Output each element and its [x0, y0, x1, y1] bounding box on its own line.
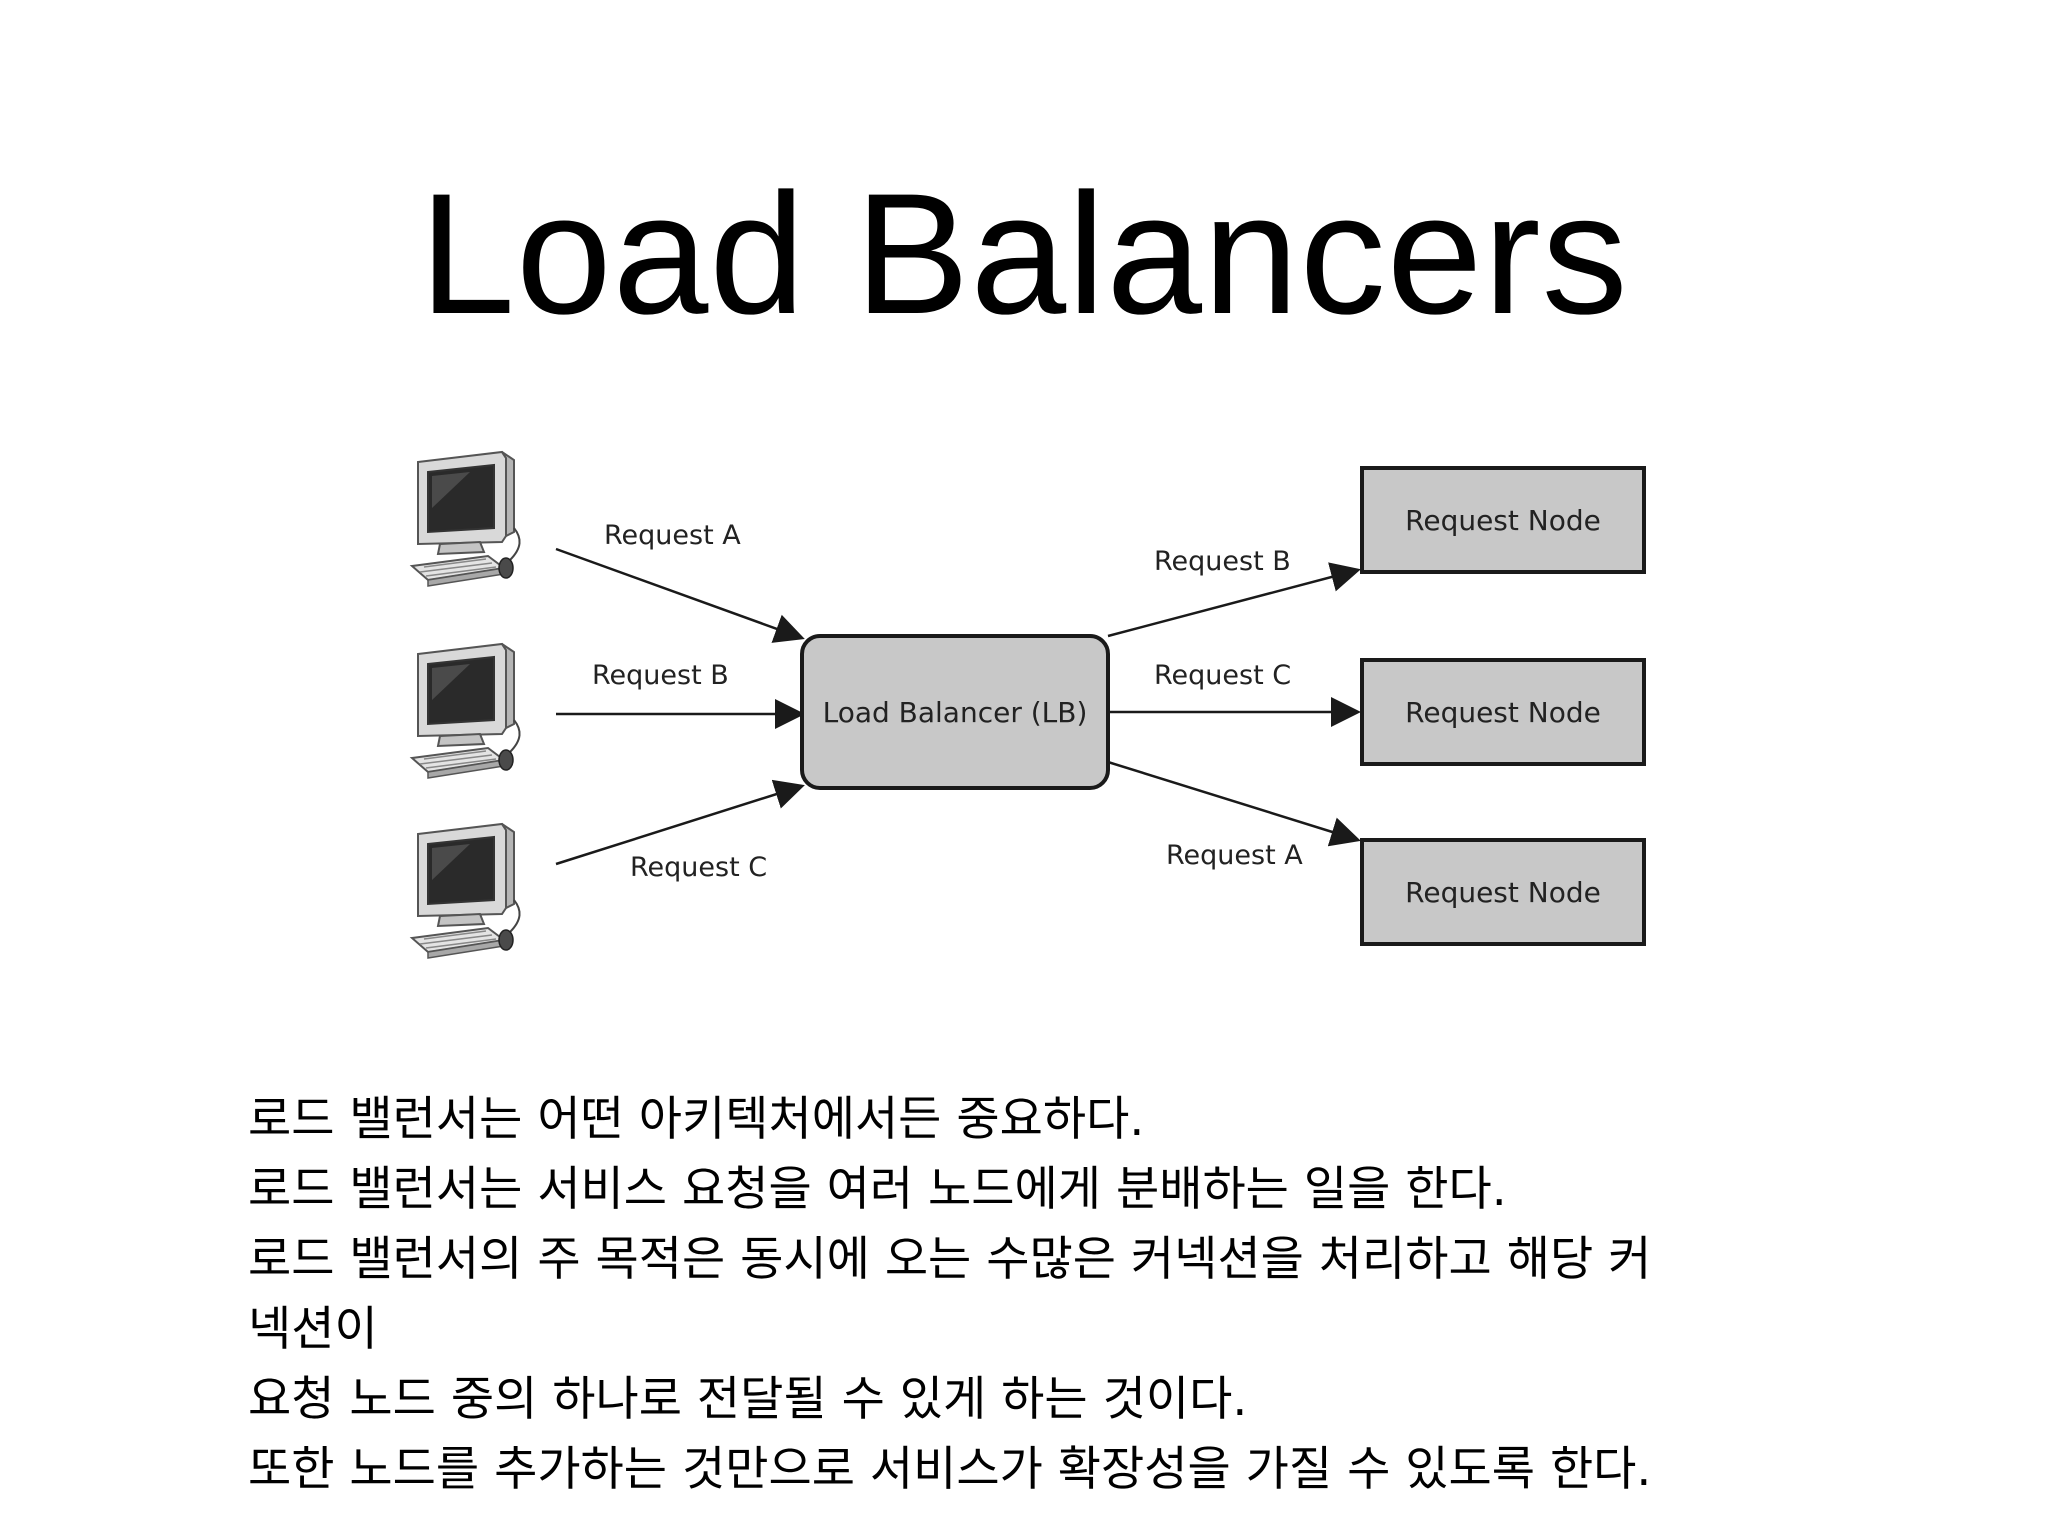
body-line: 로드 밸런서는 서비스 요청을 여러 노드에게 분배하는 일을 한다.: [248, 1162, 1507, 1217]
load-balancer-box: Load Balancer (LB): [800, 634, 1110, 790]
request-node-box: Request Node: [1360, 838, 1646, 946]
body-line: 또한 노드를 추가하는 것만으로 서비스가 확장성을 가질 수 있도록 한다.: [248, 1442, 1652, 1497]
edge-label: Request A: [604, 520, 741, 551]
edge-label: Request B: [592, 660, 729, 691]
client-computer-icon: [411, 643, 521, 779]
body-line: 로드 밸런서는 어떤 아키텍처에서든 중요하다.: [248, 1092, 1145, 1147]
body-line: 로드 밸런서의 주 목적은 동시에 오는 수많은 커넥션을 처리하고 해당 커: [248, 1232, 1652, 1287]
slide-title: Load Balancers: [419, 158, 1629, 350]
edge-label: Request B: [1154, 546, 1291, 577]
body-line: 요청 노드 중의 하나로 전달될 수 있게 하는 것이다.: [248, 1372, 1248, 1427]
body-text: 로드 밸런서는 어떤 아키텍처에서든 중요하다. 로드 밸런서는 서비스 요청을…: [248, 1085, 1888, 1505]
client-computer-icon: [411, 823, 521, 959]
request-node-label: Request Node: [1405, 696, 1601, 729]
body-line: 넥션이: [248, 1302, 378, 1357]
outgoing-arrow: [1107, 562, 1361, 638]
edge-label: Request C: [1154, 660, 1291, 691]
request-node-box: Request Node: [1360, 466, 1646, 574]
request-node-label: Request Node: [1405, 504, 1601, 537]
load-balancer-label: Load Balancer (LB): [823, 696, 1088, 729]
request-node-box: Request Node: [1360, 658, 1646, 766]
incoming-arrow: [555, 779, 805, 866]
outgoing-arrow: [1107, 760, 1361, 847]
request-node-label: Request Node: [1405, 876, 1601, 909]
incoming-arrow: [555, 547, 805, 643]
client-computer-icon: [411, 451, 521, 587]
edge-label: Request C: [630, 852, 767, 883]
edge-label: Request A: [1166, 840, 1303, 871]
